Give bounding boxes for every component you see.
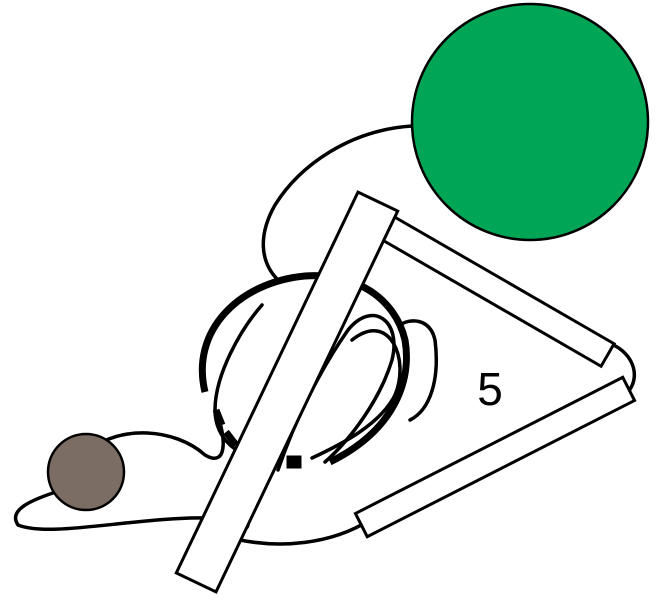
rope-lower-return bbox=[240, 520, 370, 544]
step-number-label: 5 bbox=[477, 363, 503, 415]
bar-upper-right bbox=[376, 214, 614, 367]
thick-ring-gap-mark bbox=[290, 459, 298, 465]
small-brown-ball bbox=[48, 434, 124, 510]
large-green-ball bbox=[412, 4, 648, 240]
